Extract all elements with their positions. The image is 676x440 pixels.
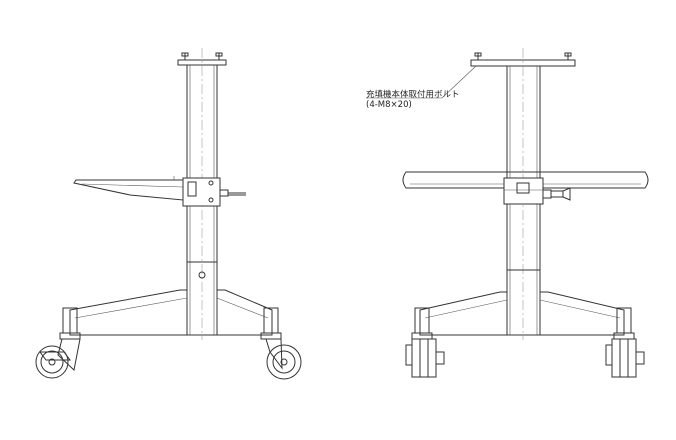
caster-wheel-left [35,345,69,379]
caster-brake-left [39,351,71,361]
clamp-handle-side [219,189,229,197]
front-view [366,48,649,378]
base-right-arm-front [539,291,625,336]
caster-post-right [263,307,279,334]
tray-side [73,179,184,201]
caster-post-front-left [414,307,430,334]
annotation-line-1: 充填機本体取付用ボルト [366,90,460,100]
base-left-arm-side [69,289,188,336]
caster-fork-right [265,338,283,370]
clamp-block-front [503,177,544,205]
tray-front [402,171,649,189]
caster-wheel-front-left [411,338,437,378]
bolt-head-side-1 [181,52,189,57]
lock-hole [198,271,206,279]
top-mounting-plate-side [177,59,227,66]
clamp-handle-front [542,189,552,199]
caster-wheel-front-right [611,338,637,378]
base-left-arm-front [419,291,508,336]
caster-fork-left [57,338,81,371]
bolt-head-front-2 [564,52,572,57]
bolt-head-side-2 [215,52,223,57]
side-view [35,48,302,380]
bolt-head-front-1 [474,52,482,57]
annotation-line-2: (4-M8×20) [366,100,412,110]
caster-wheel-right [266,344,302,380]
annotation-leader [366,65,477,99]
base-right-arm-side [216,289,273,336]
